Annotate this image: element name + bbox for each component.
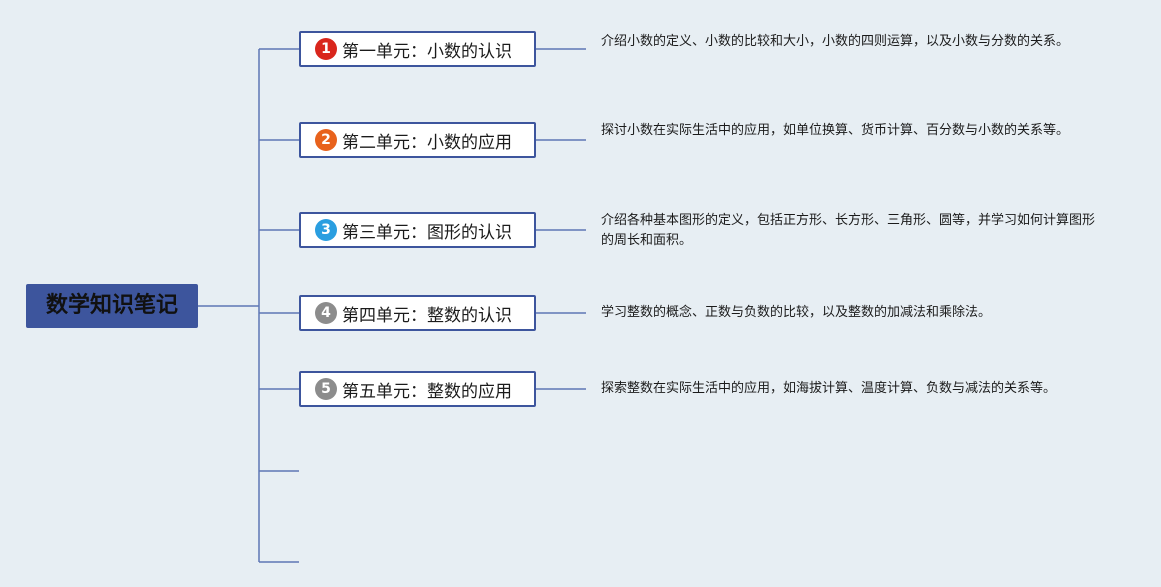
branch-label-5: 第五单元：整数的应用: [342, 381, 512, 402]
number-badge-1: 1: [315, 38, 337, 60]
note-unit-5: 探索整数在实际生活中的应用，如海拔计算、温度计算、负数与减法的关系等。: [601, 381, 1057, 396]
number-badge-5: 5: [315, 378, 337, 400]
note-unit-4: 学习整数的概念、正数与负数的比较，以及整数的加减法和乘除法。: [601, 305, 992, 320]
branch-unit-1[interactable]: 1 第一单元：小数的认识: [299, 31, 536, 67]
root-topic-label: 数学知识笔记: [45, 293, 178, 318]
branch-label-2: 第二单元：小数的应用: [342, 132, 512, 153]
note-unit-3: 介绍各种基本图形的定义，包括正方形、长方形、三角形、圆等，并学习如何计算图形的周…: [601, 213, 1096, 248]
branch-unit-5[interactable]: 5 第五单元：整数的应用: [299, 371, 536, 407]
number-badge-3: 3: [315, 219, 337, 241]
note-unit-2: 探讨小数在实际生活中的应用，如单位换算、货币计算、百分数与小数的关系等。: [601, 123, 1070, 138]
branch-label-1: 第一单元：小数的认识: [342, 41, 512, 62]
branch-unit-2[interactable]: 2 第二单元：小数的应用: [299, 122, 536, 158]
number-badge-4: 4: [315, 302, 337, 324]
note-unit-1: 介绍小数的定义、小数的比较和大小，小数的四则运算，以及小数与分数的关系。: [601, 34, 1070, 49]
branch-unit-3[interactable]: 3 第三单元：图形的认识: [299, 212, 536, 248]
root-topic[interactable]: 数学知识笔记: [26, 284, 198, 328]
connector-lines: [198, 48, 586, 563]
branch-label-3: 第三单元：图形的认识: [342, 222, 512, 243]
branch-label-4: 第四单元：整数的认识: [342, 305, 512, 326]
branch-unit-4[interactable]: 4 第四单元：整数的认识: [299, 295, 536, 331]
number-badge-2: 2: [315, 129, 337, 151]
